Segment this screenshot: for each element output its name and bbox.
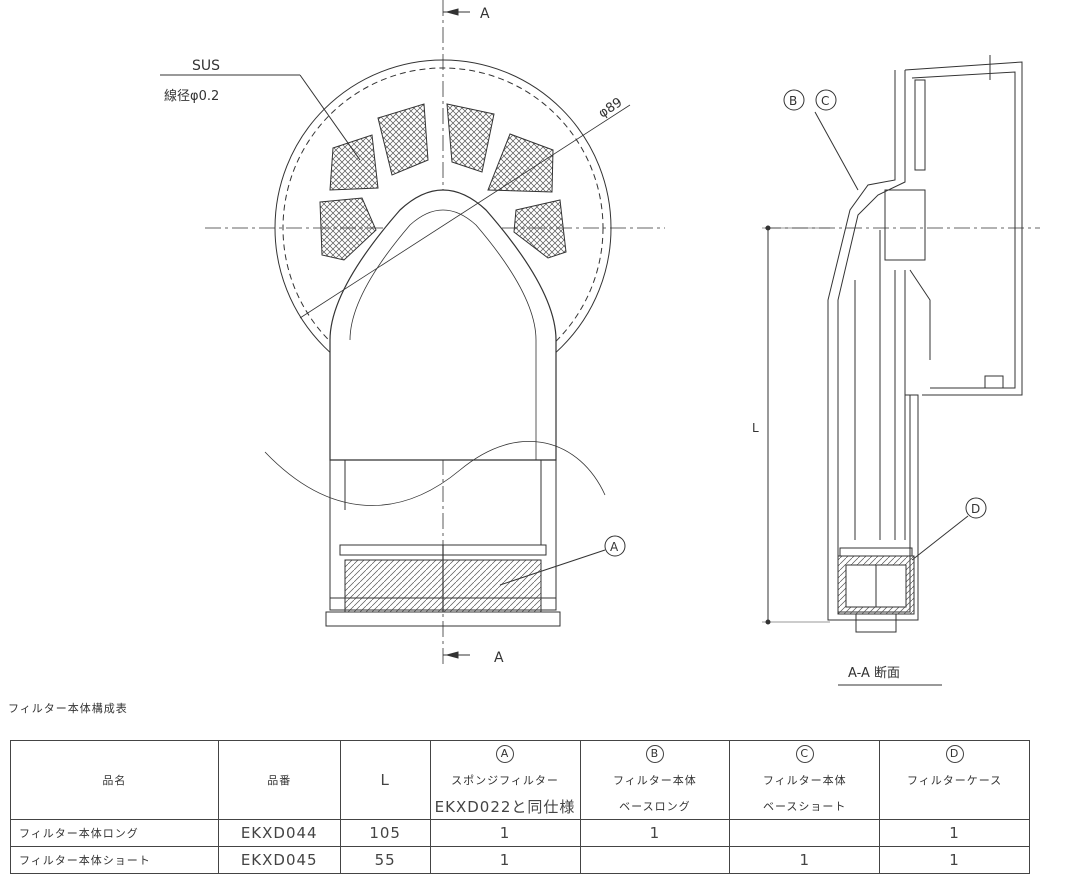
header-b-line2: ベースロング [579, 793, 731, 820]
balloon-a-circle [604, 535, 626, 557]
balloon-d-circle [965, 497, 987, 519]
front-view [160, 0, 665, 665]
header-d-line2-empty [879, 793, 1030, 820]
row-part-no: EKXD044 [217, 819, 341, 847]
balloon-b-circle [783, 89, 805, 111]
section-caption: A-A 断面 [848, 666, 900, 681]
header-d-line1: フィルターケース [879, 767, 1030, 793]
dimension-l-label: L [752, 421, 759, 435]
section-view [762, 55, 1040, 633]
section-mark-bottom: A [494, 650, 504, 666]
balloon-d-label: D [971, 502, 980, 516]
header-c-mark-cell: C [729, 740, 881, 767]
balloon-c-label: C [821, 94, 829, 108]
header-b-line1: フィルター本体 [579, 767, 731, 793]
balloon-a-label: A [610, 540, 619, 554]
row-name: フィルター本体ロング [10, 819, 219, 847]
header-c-line2: ベースショート [729, 793, 881, 820]
row-a: 1 [429, 819, 581, 847]
section-mark-top: A [480, 6, 490, 22]
header-a-mark: A [496, 745, 515, 763]
technical-drawing: A A SUS 線径φ0.2 φ89 A [160, 0, 1040, 686]
row-c: 1 [729, 846, 881, 874]
row-d: 1 [879, 819, 1030, 847]
row-b: 1 [579, 819, 731, 847]
header-c-line1: フィルター本体 [729, 767, 881, 793]
header-d-mark-cell: D [879, 740, 1030, 767]
table-header-row: 品名 品番 L A B C D [10, 740, 1030, 820]
balloon-b-label: B [789, 94, 797, 108]
header-part-no: 品番 [217, 740, 341, 820]
row-c [729, 819, 881, 847]
header-d-mark: D [945, 745, 964, 763]
material-label: SUS [192, 58, 220, 74]
component-table: 品名 品番 L A B C D スポンジフィルター フィルター本体 フィルター本… [10, 740, 1030, 874]
table-row: フィルター本体ロング EKXD044 105 1 1 1 [10, 819, 1030, 847]
row-length: 55 [339, 846, 431, 874]
row-a: 1 [429, 846, 581, 874]
header-a-line2: EKXD022と同仕様 [429, 793, 581, 820]
balloon-c-circle [815, 89, 837, 111]
header-b-mark-cell: B [579, 740, 731, 767]
header-length: L [339, 740, 431, 820]
row-part-no: EKXD045 [217, 846, 341, 874]
header-a-mark-cell: A [429, 740, 581, 767]
header-c-mark: C [795, 745, 814, 763]
row-name: フィルター本体ショート [10, 846, 219, 874]
row-d: 1 [879, 846, 1030, 874]
mesh-windows [319, 103, 567, 261]
row-b [579, 846, 731, 874]
header-name: 品名 [10, 740, 219, 820]
row-length: 105 [339, 819, 431, 847]
table-row: フィルター本体ショート EKXD045 55 1 1 1 [10, 846, 1030, 874]
header-b-mark: B [645, 745, 664, 763]
header-a-line1: スポンジフィルター [429, 767, 581, 793]
table-caption: フィルター本体構成表 [8, 702, 128, 715]
wire-diameter-label: 線径φ0.2 [164, 88, 219, 104]
